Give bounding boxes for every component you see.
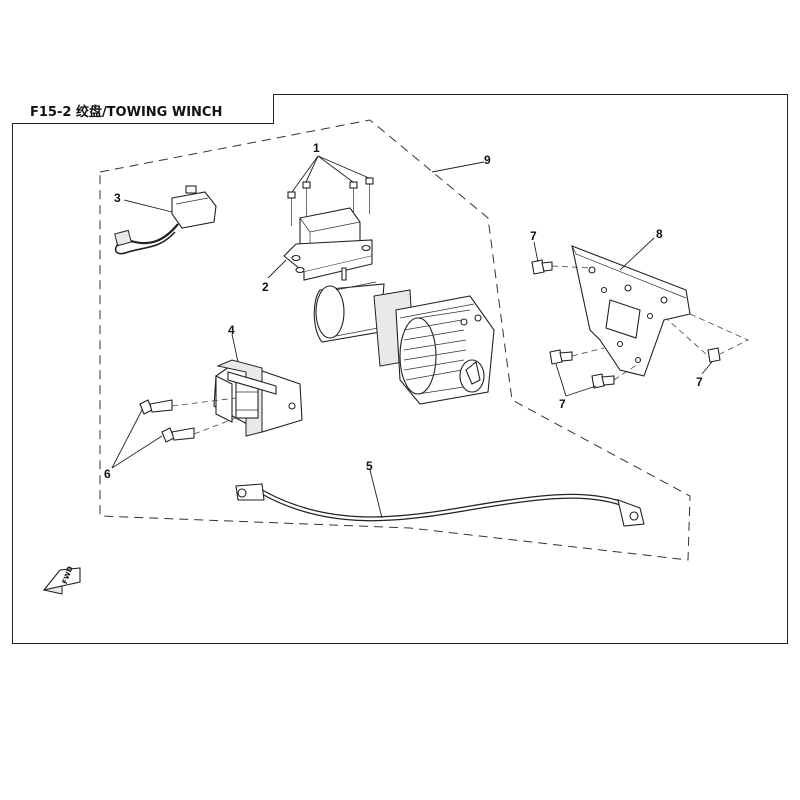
callout-7b: 7 — [559, 397, 566, 411]
callout-labels: 1 2 3 4 5 6 7 7 7 8 9 — [104, 141, 703, 481]
callout-3: 3 — [114, 191, 121, 205]
part-3-remote-switch — [114, 185, 217, 255]
fwd-arrow-icon: FWD — [42, 565, 81, 595]
part-8-mounting-plate — [571, 245, 691, 377]
callout-7c: 7 — [696, 375, 703, 389]
callout-7a: 7 — [530, 229, 537, 243]
callout-2: 2 — [262, 280, 269, 294]
winch-assembly — [313, 267, 495, 405]
callout-4: 4 — [228, 323, 235, 337]
callout-9: 9 — [484, 153, 491, 167]
callout-6: 6 — [104, 467, 111, 481]
part-2-control-box — [283, 207, 373, 281]
leader-lines — [111, 155, 713, 519]
callout-8: 8 — [656, 227, 663, 241]
part-4-roller-fairlead — [213, 359, 303, 437]
callout-1: 1 — [313, 141, 320, 155]
title-tab — [12, 94, 274, 124]
diagram-frame — [12, 94, 788, 644]
callout-5: 5 — [366, 459, 373, 473]
assembly-boundary — [99, 119, 691, 561]
part-7-bolts — [531, 259, 749, 389]
part-1-bolts — [287, 177, 374, 226]
page-title: F15-2 绞盘/TOWING WINCH — [30, 105, 223, 120]
part-6-bolts — [139, 397, 237, 443]
part-5-battery-cable — [235, 483, 645, 527]
